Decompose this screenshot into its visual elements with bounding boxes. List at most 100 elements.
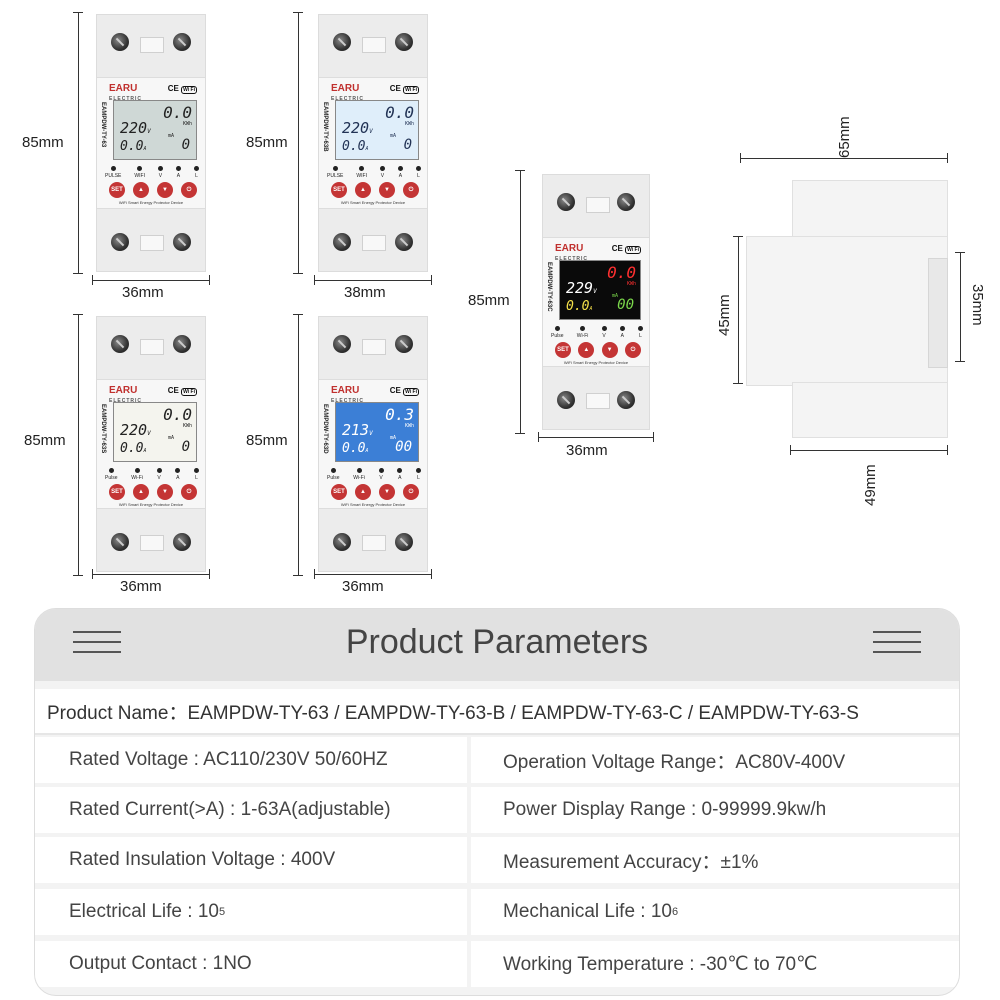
ce-wifi-badge: CE Wi Fi xyxy=(389,84,419,94)
device-2-height-label: 85mm xyxy=(246,134,288,151)
power-button[interactable]: ⏻ xyxy=(181,484,197,500)
set-button[interactable]: SET xyxy=(555,342,571,358)
terminal-screw-icon xyxy=(173,533,191,551)
led-indicator: V xyxy=(158,166,163,182)
current-reading: 0.0A xyxy=(342,139,369,154)
model-number: EAMPDW-TY-63C xyxy=(546,262,552,312)
led-indicator: A xyxy=(398,166,403,182)
side-body-upper xyxy=(792,180,948,240)
down-button[interactable]: ▼ xyxy=(379,182,395,198)
lcd-display: 0.0 KWh 220V mA 0.0A 0 xyxy=(113,402,197,462)
lcd-display: 0.0 KWh 220V mA 0.0A 0 xyxy=(113,100,197,160)
device-top-terminal xyxy=(97,15,205,77)
down-button[interactable]: ▼ xyxy=(601,342,618,358)
control-buttons: SET ▲ ▼ ⏻ xyxy=(331,484,419,500)
led-indicator: V xyxy=(379,468,384,484)
leakage-reading: 0 xyxy=(403,137,412,153)
card-title: Product Parameters xyxy=(345,623,649,661)
model-number: EAMPDW-TY-63D xyxy=(322,404,328,454)
down-button[interactable]: ▼ xyxy=(157,484,173,500)
terminal-screw-icon xyxy=(617,193,635,211)
terminal-screw-icon xyxy=(111,233,129,251)
side-body-front xyxy=(746,236,948,386)
lcd-display: 0.0 KWh 220V mA 0.0A 0 xyxy=(335,100,419,160)
mechanical-life-text: Mechanical Life : 10 xyxy=(503,901,672,922)
energy-unit: KWh xyxy=(626,281,636,287)
device-top-terminal xyxy=(543,175,649,237)
voltage-reading: 220V xyxy=(342,119,373,137)
card-header: Product Parameters xyxy=(35,609,959,681)
device-tagline: WiFi Smart Energy Protector Device xyxy=(118,200,184,205)
param-measurement-accuracy: Measurement Accuracy：±1% xyxy=(471,837,959,883)
param-operation-voltage-range: Operation Voltage Range：AC80V-400V xyxy=(471,737,959,783)
power-button[interactable]: ⏻ xyxy=(403,484,419,500)
voltage-reading: 220V xyxy=(120,119,151,137)
param-rated-insulation-voltage: Rated Insulation Voltage : 400V xyxy=(35,837,467,883)
energy-unit: KWh xyxy=(182,423,192,429)
device-2-width-label: 38mm xyxy=(344,284,386,301)
up-button[interactable]: ▲ xyxy=(133,182,149,198)
set-button[interactable]: SET xyxy=(331,484,347,500)
led-indicator: V xyxy=(380,166,385,182)
side-depth-label: 65mm xyxy=(836,116,853,158)
up-button[interactable]: ▲ xyxy=(133,484,149,500)
terminal-screw-icon xyxy=(557,193,575,211)
energy-reading: 0.3 xyxy=(385,405,414,424)
voltage-reading: 220V xyxy=(120,421,151,439)
model-number: EAMPDW-TY-63S xyxy=(100,404,106,454)
energy-unit: KWh xyxy=(404,121,414,127)
din-rail-clip xyxy=(928,258,948,368)
up-button[interactable]: ▲ xyxy=(578,342,595,358)
leakage-unit: mA xyxy=(389,133,396,139)
voltage-reading: 213V xyxy=(342,421,373,439)
terminal-slot xyxy=(586,393,610,409)
param-rated-voltage: Rated Voltage : AC110/230V 50/60HZ xyxy=(35,737,467,783)
device-1-width-label: 36mm xyxy=(122,284,164,301)
power-button[interactable]: ⏻ xyxy=(403,182,419,198)
led-indicator: WIFI xyxy=(134,166,145,182)
down-button[interactable]: ▼ xyxy=(379,484,395,500)
down-button[interactable]: ▼ xyxy=(157,182,173,198)
terminal-screw-icon xyxy=(395,335,413,353)
led-indicator: Pulse xyxy=(105,468,118,484)
leakage-unit: mA xyxy=(167,133,174,139)
led-indicator: A xyxy=(176,166,181,182)
power-button[interactable]: ⏻ xyxy=(181,182,197,198)
param-output-contact: Output Contact : 1NO xyxy=(35,941,467,987)
mechanical-life-exponent: 6 xyxy=(672,906,679,918)
led-indicator: Pulse xyxy=(327,468,340,484)
ce-wifi-badge: CE Wi Fi xyxy=(611,244,641,254)
device-5-height-label: 85mm xyxy=(468,292,510,309)
device-top-terminal xyxy=(97,317,205,379)
terminal-screw-icon xyxy=(173,335,191,353)
terminal-slot xyxy=(140,235,164,251)
param-row: Output Contact : 1NO Working Temperature… xyxy=(35,941,959,987)
param-power-display-range: Power Display Range : 0-99999.9kw/h xyxy=(471,787,959,833)
energy-reading: 0.0 xyxy=(607,263,636,282)
terminal-screw-icon xyxy=(333,533,351,551)
led-indicator: A xyxy=(175,468,180,484)
set-button[interactable]: SET xyxy=(109,484,125,500)
device-3-width-label: 36mm xyxy=(120,578,162,595)
set-button[interactable]: SET xyxy=(331,182,347,198)
leakage-unit: mA xyxy=(167,435,174,441)
device-tagline: WiFi Smart Energy Protector Device xyxy=(340,502,406,507)
param-working-temperature: Working Temperature : -30℃ to 70℃ xyxy=(471,941,959,987)
set-button[interactable]: SET xyxy=(109,182,125,198)
hamburger-icon xyxy=(873,629,921,655)
led-indicator: Wi-Fi xyxy=(353,468,365,484)
power-button[interactable]: ⏻ xyxy=(624,342,641,358)
up-button[interactable]: ▲ xyxy=(355,484,371,500)
terminal-slot xyxy=(140,37,164,53)
lcd-display: 0.0 KWh 229V mA 0.0A 00 xyxy=(559,260,641,320)
led-indicator: L xyxy=(194,166,199,182)
up-button[interactable]: ▲ xyxy=(355,182,371,198)
